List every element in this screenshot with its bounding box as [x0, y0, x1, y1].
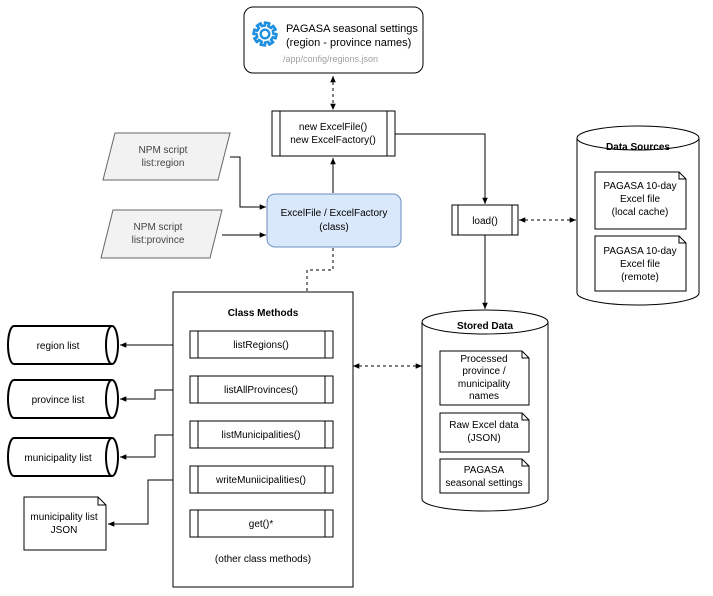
doc-processed-line1: Processed [460, 354, 507, 365]
method-label: listAllProvinces() [224, 385, 298, 396]
excel-class-line2: (class) [319, 222, 348, 233]
data-sources-title: Data Sources [606, 142, 670, 153]
excel-new-line2: new ExcelFactory() [290, 135, 376, 146]
method-get: get()* [189, 509, 334, 538]
doc-local-line1: PAGASA 10-day [603, 181, 676, 192]
method-label: listMunicipalities() [222, 430, 301, 441]
edge-npm-region-to-class [230, 156, 266, 210]
settings-title-line2: (region - province names) [286, 37, 411, 49]
load-node: load() [451, 204, 519, 236]
stored-data-title: Stored Data [457, 321, 514, 332]
doc-remote-line1: PAGASA 10-day [603, 246, 676, 257]
method-list-regions: listRegions() [189, 330, 334, 359]
doc-processed-line3: municipality [458, 379, 510, 390]
edge-class-to-methods [306, 248, 334, 292]
doc-raw-line1: Raw Excel data [449, 420, 519, 431]
municipality-list-node: municipality list [7, 437, 119, 477]
data-sources-node: Data Sources PAGASA 10-day Excel file (l… [576, 125, 700, 306]
doc-raw-excel: Raw Excel data (JSON) [439, 412, 530, 453]
gear-icon [252, 21, 278, 47]
method-write-municipalities: writeMuniicipalities() [189, 465, 334, 494]
npm-province-node: NPM script list:province [100, 209, 223, 259]
method-label: listRegions() [233, 340, 289, 351]
class-methods-footer: (other class methods) [215, 554, 311, 565]
municipality-json-node: municipality list JSON [23, 496, 107, 551]
region-list-node: region list [7, 325, 119, 365]
doc-seasonal-settings: PAGASA seasonal settings [439, 458, 530, 494]
npm-province-line1: NPM script [134, 222, 183, 233]
method-list-municipalities: listMunicipalities() [189, 420, 334, 449]
method-label: writeMuniicipalities() [215, 475, 306, 486]
doc-processed-names: Processed province / municipality names [439, 350, 530, 406]
excel-new-line1: new ExcelFile() [299, 122, 367, 133]
method-list-all-provinces: listAllProvinces() [189, 375, 334, 404]
class-methods-title: Class Methods [228, 308, 299, 319]
doc-remote: PAGASA 10-day Excel file (remote) [594, 235, 687, 292]
method-label: get()* [249, 519, 274, 530]
region-list-label: region list [37, 341, 80, 352]
excel-new-node: new ExcelFile() new ExcelFactory() [271, 110, 396, 157]
npm-region-node: NPM script list:region [102, 132, 231, 181]
doc-seasonal-line1: PAGASA [464, 465, 505, 476]
province-list-node: province list [7, 379, 119, 419]
npm-region-line2: list:region [142, 158, 185, 169]
municipality-json-line2: JSON [51, 525, 78, 536]
npm-region-line1: NPM script [139, 145, 188, 156]
province-list-label: province list [32, 395, 85, 406]
doc-remote-line2: Excel file [620, 259, 660, 270]
settings-node: PAGASA seasonal settings (region - provi… [243, 6, 424, 74]
doc-seasonal-line2: seasonal settings [445, 478, 522, 489]
doc-local-line3: (local cache) [612, 207, 669, 218]
edge-write-municipalities-to-json [108, 479, 190, 527]
municipality-list-label: municipality list [24, 453, 91, 464]
npm-province-line2: list:province [132, 235, 185, 246]
doc-remote-line3: (remote) [621, 272, 659, 283]
doc-raw-line2: (JSON) [467, 433, 500, 444]
excel-class-line1: ExcelFile / ExcelFactory [281, 208, 388, 219]
doc-processed-line4: names [469, 391, 499, 402]
doc-local-line2: Excel file [620, 194, 660, 205]
settings-path: /app/config/regions.json [283, 54, 378, 64]
class-methods-node: Class Methods listRegions() listAllProvi… [172, 291, 354, 588]
edge-excel-new-to-load [395, 133, 488, 204]
doc-processed-line2: province / [462, 366, 506, 377]
municipality-json-line1: municipality list [30, 512, 97, 523]
stored-data-node: Stored Data Processed province / municip… [421, 309, 549, 512]
excel-class-node: ExcelFile / ExcelFactory (class) [266, 193, 402, 248]
doc-local-cache: PAGASA 10-day Excel file (local cache) [594, 171, 687, 230]
load-label: load() [472, 216, 498, 227]
settings-title-line1: PAGASA seasonal settings [286, 23, 418, 35]
